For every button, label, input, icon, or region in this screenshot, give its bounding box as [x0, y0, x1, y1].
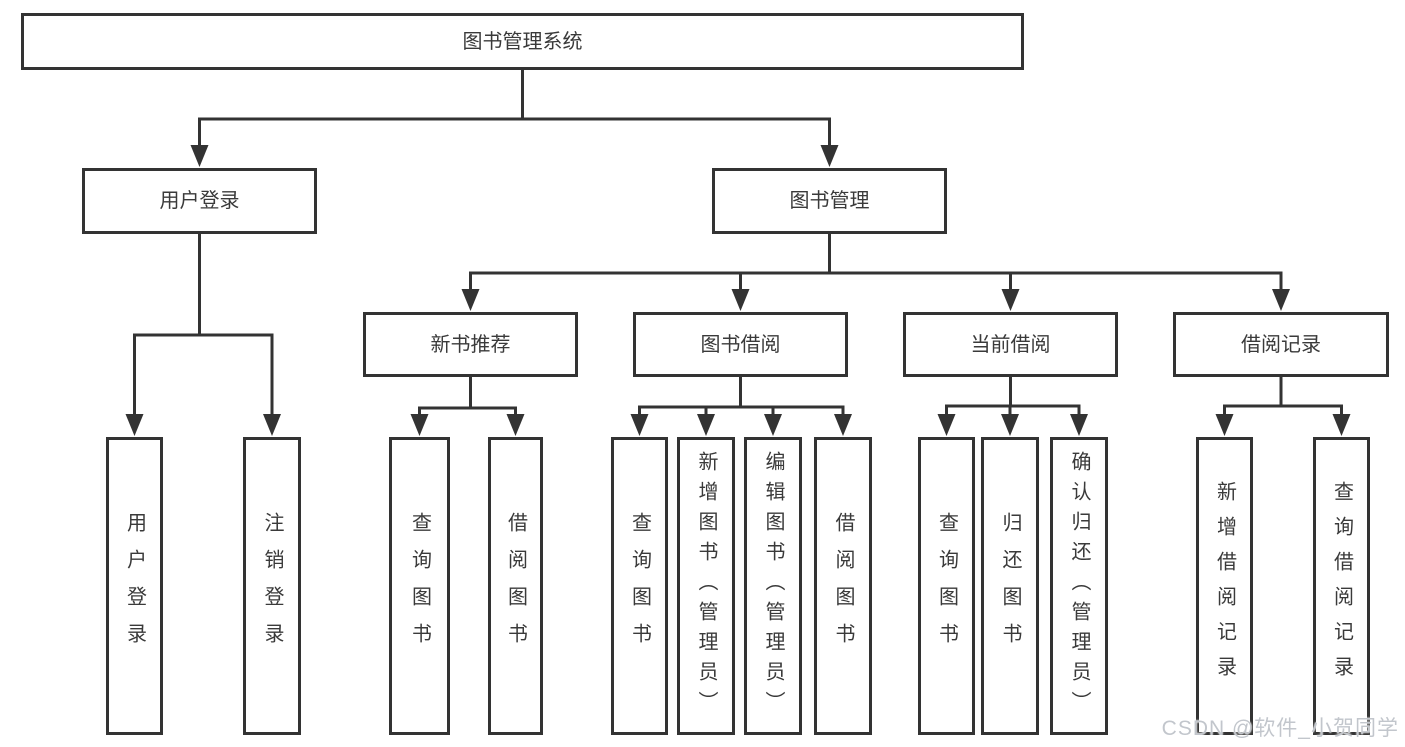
- arrowhead: [190, 145, 209, 167]
- node-leaf-user-login: 用户登录: [106, 437, 163, 735]
- arrowhead: [506, 414, 525, 436]
- node-leaf-br-add: 新增借阅记录: [1196, 437, 1253, 735]
- node-root: 图书管理系统: [21, 13, 1024, 70]
- node-leaf-cb-confirm: 确认归还（管理员）: [1050, 437, 1108, 735]
- node-leaf-bb-borrow: 借阅图书: [814, 437, 872, 735]
- node-label-leaf-nbr-borrow: 借阅图书: [504, 512, 527, 660]
- node-leaf-nbr-query: 查询图书: [389, 437, 450, 735]
- arrowhead: [731, 289, 750, 311]
- node-label-leaf-br-query: 查询借阅记录: [1330, 481, 1353, 691]
- node-label-leaf-logout: 注销登录: [261, 512, 283, 660]
- arrowhead: [630, 414, 649, 436]
- arrowhead: [125, 414, 144, 436]
- node-label-leaf-br-add: 新增借阅记录: [1213, 481, 1236, 691]
- arrowhead: [764, 414, 782, 436]
- arrowhead: [1001, 289, 1020, 311]
- arrowhead: [937, 414, 956, 436]
- node-leaf-nbr-borrow: 借阅图书: [488, 437, 543, 735]
- arrowhead: [1070, 414, 1088, 436]
- node-leaf-br-query: 查询借阅记录: [1313, 437, 1370, 735]
- node-label-leaf-cb-return: 归还图书: [999, 512, 1021, 660]
- node-book-borrow: 图书借阅: [633, 312, 848, 377]
- node-new-book-rec: 新书推荐: [363, 312, 578, 377]
- node-label-leaf-bb-add: 新增图书（管理员）: [695, 451, 717, 721]
- node-current-borrow: 当前借阅: [903, 312, 1118, 377]
- node-label-leaf-cb-confirm: 确认归还（管理员）: [1068, 451, 1090, 721]
- node-label-root: 图书管理系统: [462, 30, 583, 53]
- arrowhead: [697, 414, 715, 436]
- node-leaf-cb-query: 查询图书: [918, 437, 975, 735]
- arrowhead: [820, 145, 839, 167]
- node-leaf-logout: 注销登录: [243, 437, 301, 735]
- node-label-new-book-rec: 新书推荐: [430, 333, 511, 356]
- node-label-leaf-nbr-query: 查询图书: [408, 512, 431, 660]
- arrowhead: [1272, 289, 1290, 311]
- node-leaf-cb-return: 归还图书: [981, 437, 1039, 735]
- node-label-current-borrow: 当前借阅: [970, 333, 1051, 356]
- arrowhead: [1001, 414, 1019, 436]
- node-leaf-bb-edit: 编辑图书（管理员）: [744, 437, 802, 735]
- arrowhead: [461, 289, 480, 311]
- arrowhead: [1332, 414, 1351, 436]
- node-label-leaf-bb-query: 查询图书: [628, 512, 651, 660]
- node-label-leaf-bb-edit: 编辑图书（管理员）: [762, 451, 784, 721]
- node-leaf-bb-query: 查询图书: [611, 437, 668, 735]
- node-label-book-borrow: 图书借阅: [700, 333, 781, 356]
- arrowhead: [410, 414, 429, 436]
- node-user-login: 用户登录: [82, 168, 317, 234]
- node-label-book-mgmt: 图书管理: [789, 190, 870, 212]
- node-label-user-login: 用户登录: [159, 190, 240, 212]
- arrowhead: [263, 414, 281, 436]
- node-leaf-bb-add: 新增图书（管理员）: [677, 437, 735, 735]
- node-label-leaf-bb-borrow: 借阅图书: [832, 512, 854, 660]
- arrowhead: [834, 414, 852, 436]
- node-borrow-records: 借阅记录: [1173, 312, 1389, 377]
- node-label-leaf-cb-query: 查询图书: [935, 512, 958, 660]
- arrowhead: [1215, 414, 1234, 436]
- node-label-leaf-user-login: 用户登录: [123, 512, 146, 660]
- node-label-borrow-records: 借阅记录: [1241, 333, 1321, 356]
- node-book-mgmt: 图书管理: [712, 168, 947, 234]
